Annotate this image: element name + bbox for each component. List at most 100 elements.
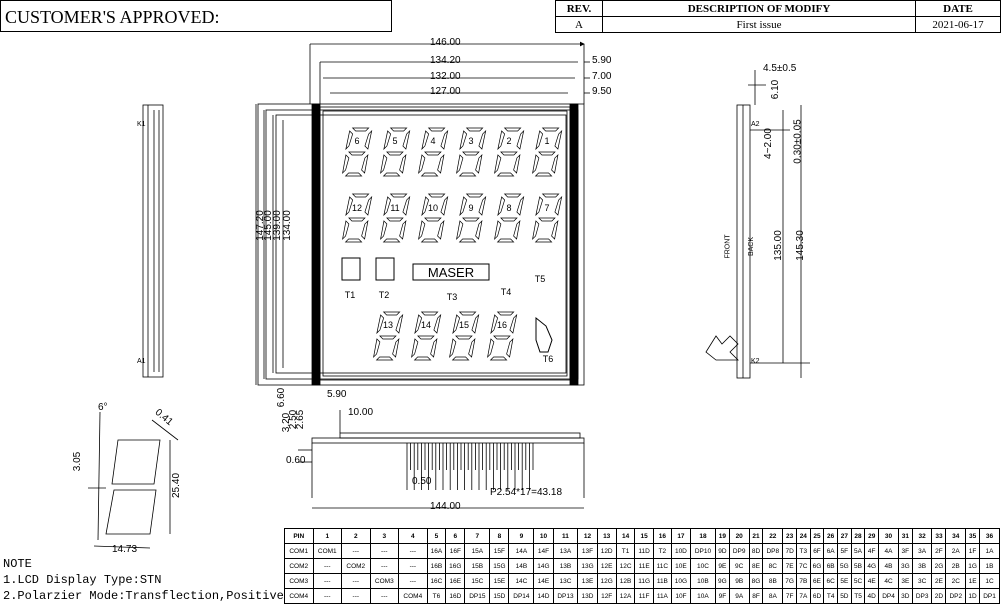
pin-table-cell: 19: [714, 528, 730, 544]
pin-table-cell: 8: [489, 528, 510, 544]
pin-table-cell: COM2: [341, 558, 371, 574]
seven-segment-digit: [494, 127, 525, 177]
scale-icon: [341, 257, 361, 281]
scale-icon: [375, 257, 395, 281]
pin-table-cell: 8C: [762, 558, 784, 574]
pin-table-cell: 28: [850, 528, 866, 544]
pin-array: [406, 443, 534, 490]
pin-table-cell: 15G: [489, 558, 510, 574]
pin-table-cell: 17: [670, 528, 692, 544]
pin-table-cell: DP1: [979, 588, 1000, 604]
pin-table-cell: 5A: [850, 543, 866, 559]
pin-table-cell: COM3: [284, 573, 314, 589]
pin-table-cell: 5F: [836, 543, 852, 559]
pin-table-cell: 12A: [615, 588, 636, 604]
pin-table-cell: 14G: [533, 558, 554, 574]
pin-table-cell: 7D: [782, 543, 798, 559]
pin-table-cell: 9A: [728, 588, 750, 604]
pin-table-cell: 11C: [652, 558, 672, 574]
pin-table-cell: 13C: [552, 573, 579, 589]
seven-segment-digit: [449, 311, 480, 361]
pin-table-cell: 12E: [596, 558, 617, 574]
pin-table-cell: 1B: [979, 558, 1000, 574]
pin-table-cell: 12D: [596, 543, 617, 559]
seven-segment-digit: [418, 193, 449, 243]
pin-table-cell: 29: [864, 528, 880, 544]
pin-table-cell: 27: [836, 528, 852, 544]
pin-table-cell: 24: [796, 528, 811, 544]
pin-table-cell: 2D: [931, 588, 947, 604]
pin-table-cell: 2: [341, 528, 371, 544]
pin-table-cell: PIN: [284, 528, 314, 544]
seven-segment-digit: [342, 193, 373, 243]
seven-segment-digit: [494, 193, 525, 243]
pin-table-cell: 2G: [931, 558, 947, 574]
pin-table-cell: 3D: [897, 588, 913, 604]
pin-table-cell: 4F: [864, 543, 880, 559]
pin-table-cell: 9F: [714, 588, 730, 604]
seven-segment-digit: [380, 193, 411, 243]
dim-6-10: 6.10: [770, 79, 782, 100]
digit-angle: 6°: [98, 402, 108, 413]
lcd-label: T2: [379, 290, 390, 300]
pin-table-cell: ---: [341, 543, 371, 559]
pin-table-cell: 4B: [878, 558, 899, 574]
pin-table-cell: COM4: [398, 588, 428, 604]
pin-table-cell: COM2: [284, 558, 314, 574]
pin-table-cell: T3: [796, 543, 811, 559]
pin-table-cell: 3: [369, 528, 400, 544]
pin-table-cell: 6A: [823, 543, 838, 559]
pin-table-cell: 16A: [426, 543, 447, 559]
pin-table-cell: 14A: [508, 543, 535, 559]
pin-table-cell: 15E: [489, 573, 510, 589]
pin-table-cell: ---: [398, 558, 428, 574]
seven-segment-digit: [373, 311, 404, 361]
lcd-label: 3: [468, 136, 473, 146]
pin-table-cell: COM1: [284, 543, 314, 559]
pin-table-cell: ---: [369, 543, 400, 559]
pin-table-cell: 3A: [911, 543, 933, 559]
pin-table-cell: 4G: [864, 558, 880, 574]
pin-table-cell: 7G: [782, 573, 798, 589]
pin-table-cell: 26: [823, 528, 838, 544]
lcd-label: 7: [544, 203, 549, 213]
lcd-label: 10: [428, 203, 438, 213]
dim-4-2: 4~2.00: [762, 128, 774, 159]
revision-block: REV. DESCRIPTION OF MODIFY DATE A First …: [555, 0, 1001, 33]
pin-table-cell: 11D: [634, 543, 654, 559]
lcd-label: 12: [352, 203, 362, 213]
pin-table-cell: 9G: [714, 573, 730, 589]
pin-table-cell: 5B: [850, 558, 866, 574]
pin-table-cell: 4: [398, 528, 428, 544]
pin-table-cell: 2A: [945, 543, 967, 559]
pin-table-cell: 36: [979, 528, 1000, 544]
pin-table-cell: ---: [369, 588, 400, 604]
pin-table-cell: 13D: [577, 588, 598, 604]
pin-table-cell: 23: [782, 528, 798, 544]
lcd-label: MASER: [428, 265, 474, 280]
dim-4-5: 4.5±0.5: [763, 63, 797, 74]
pin-table-cell: 8G: [748, 573, 764, 589]
pin-table-cell: 3G: [897, 558, 913, 574]
pin-table-cell: 15B: [464, 558, 491, 574]
lcd-label: 16: [497, 320, 507, 330]
pin-table-cell: 2F: [931, 543, 947, 559]
pin-table-cell: 6G: [809, 558, 825, 574]
digit-seg: 0.41: [152, 407, 175, 428]
pin-table-cell: 20: [728, 528, 750, 544]
pin-table-cell: 4E: [864, 573, 880, 589]
pin-table-cell: 1G: [965, 558, 981, 574]
dim-7: 7.00: [592, 71, 612, 82]
pin-table-cell: 12G: [596, 573, 617, 589]
digit-width: 14.73: [112, 544, 138, 555]
lcd-label: 13: [383, 320, 393, 330]
pin-table-cell: 6: [445, 528, 466, 544]
seven-segment-digit: [418, 127, 449, 177]
dim-134: 134.00: [281, 210, 293, 241]
pin-table-cell: 4A: [878, 543, 899, 559]
pin-table-cell: 10F: [670, 588, 692, 604]
